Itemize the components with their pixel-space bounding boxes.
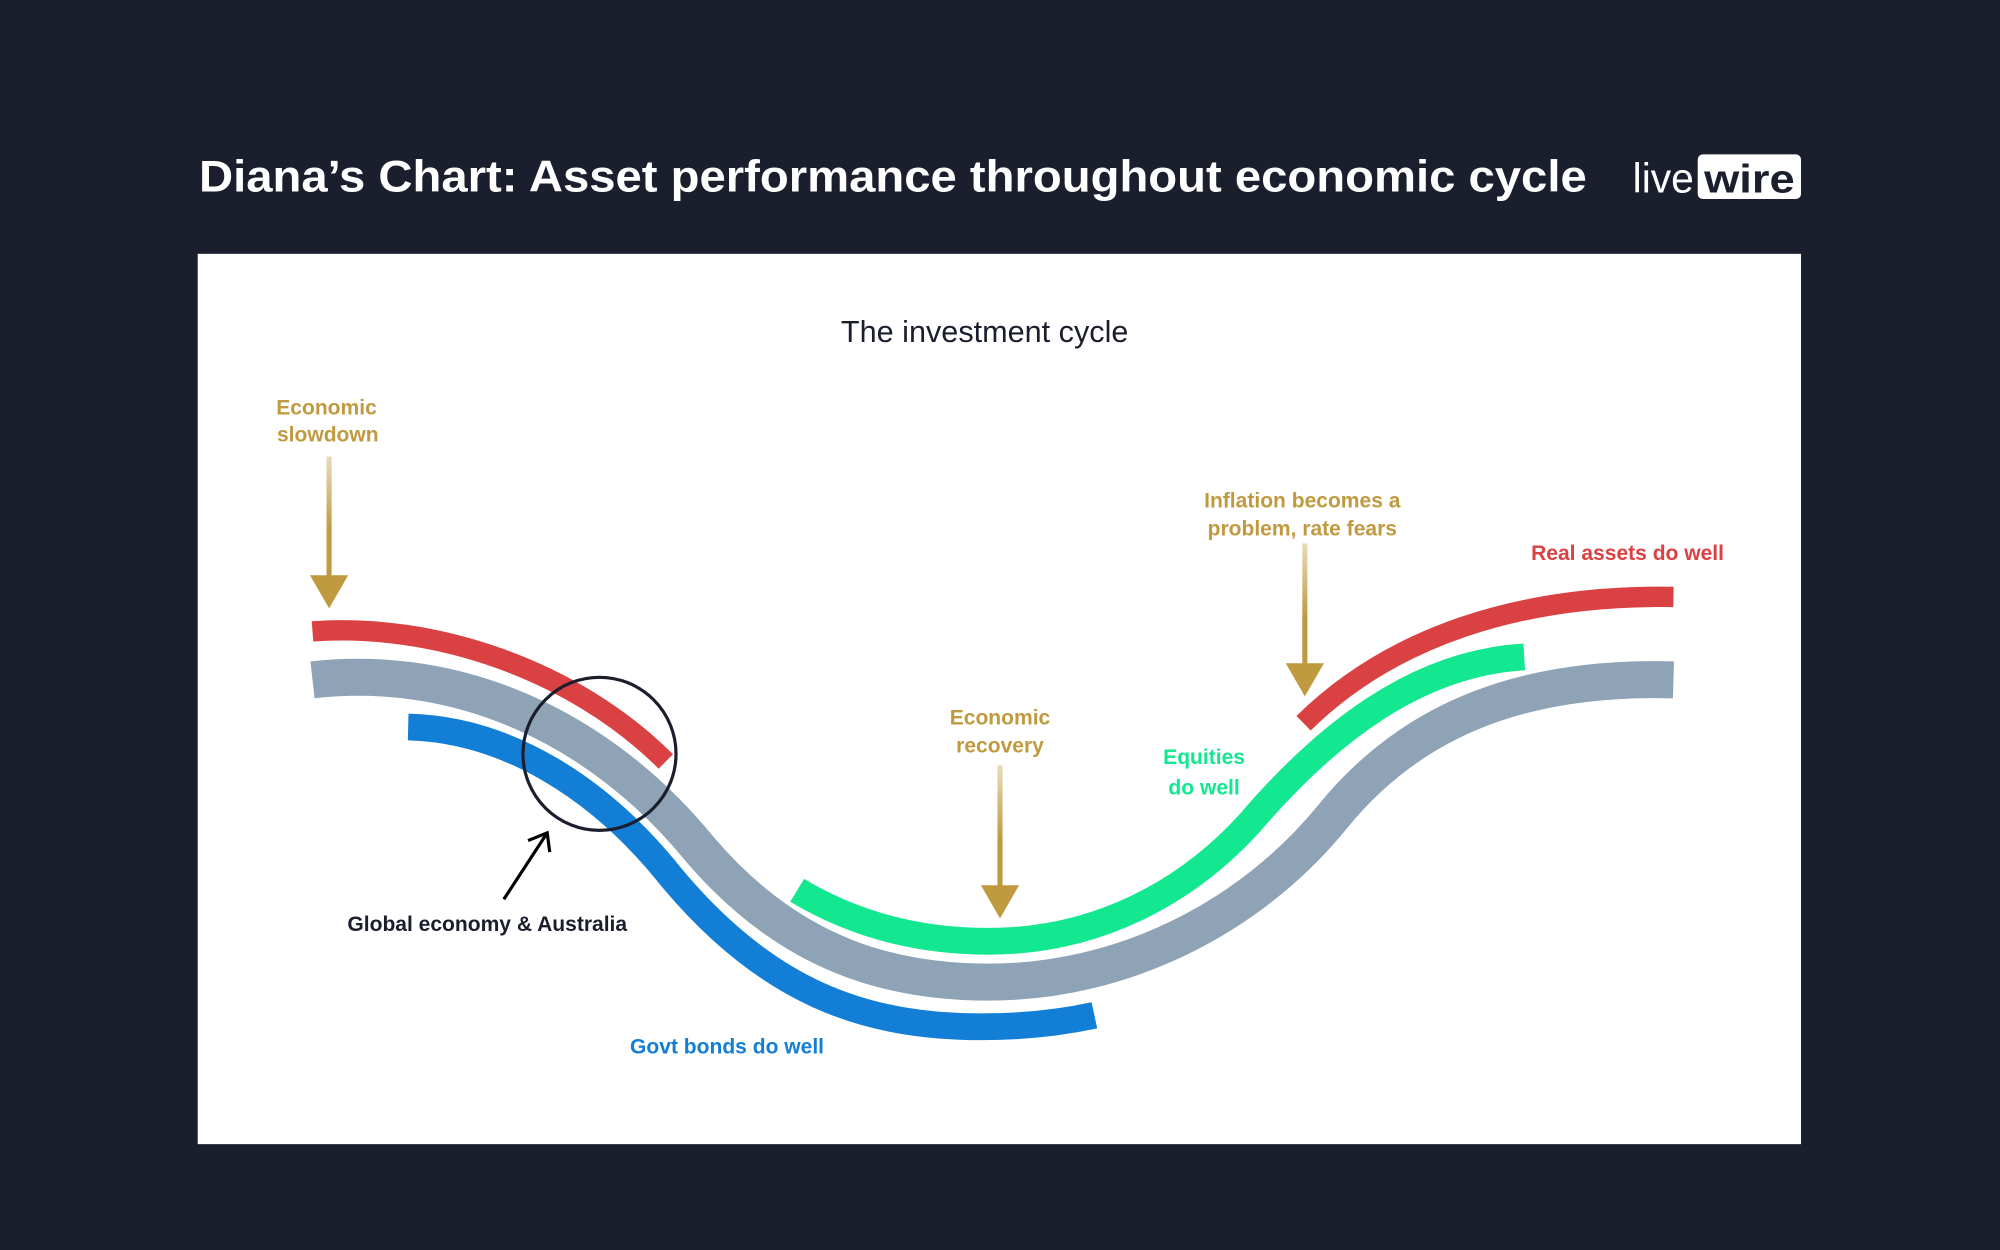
label-inflation-line1: Inflation becomes a xyxy=(1204,490,1401,513)
label-equities-line2: do well xyxy=(1168,777,1239,800)
equities-curve xyxy=(790,643,1526,955)
highlight-circle xyxy=(521,675,678,832)
label-equities-line1: Equities xyxy=(1163,746,1245,769)
label-recovery-line1: Economic xyxy=(950,706,1051,729)
page-title: Diana’s Chart: Asset performance through… xyxy=(199,152,1587,201)
economy-cycle-curve xyxy=(310,658,1674,1001)
pointer-arrow-icon xyxy=(502,830,552,901)
slowdown-arrow-icon xyxy=(309,456,349,609)
livewire-logo: live wire xyxy=(1633,154,1802,202)
label-global-economy: Global economy & Australia xyxy=(347,913,627,936)
real-assets-curve-right xyxy=(1296,586,1674,731)
logo-text-live: live xyxy=(1633,155,1694,202)
real-assets-curve-left xyxy=(311,620,674,769)
recovery-arrow-icon xyxy=(980,765,1020,919)
label-recovery-line2: recovery xyxy=(956,735,1044,758)
logo-text-wire: wire xyxy=(1703,158,1795,202)
govt-bonds-curve xyxy=(407,713,1098,1041)
label-inflation-line2: problem, rate fears xyxy=(1208,518,1397,541)
label-real-assets: Real assets do well xyxy=(1531,542,1724,565)
diagram-subtitle: The investment cycle xyxy=(841,315,1129,349)
inflation-arrow-icon xyxy=(1285,543,1324,697)
label-slowdown-line1: Economic xyxy=(276,397,377,420)
label-govt-bonds: Govt bonds do well xyxy=(630,1036,824,1059)
label-slowdown-line2: slowdown xyxy=(277,423,379,446)
